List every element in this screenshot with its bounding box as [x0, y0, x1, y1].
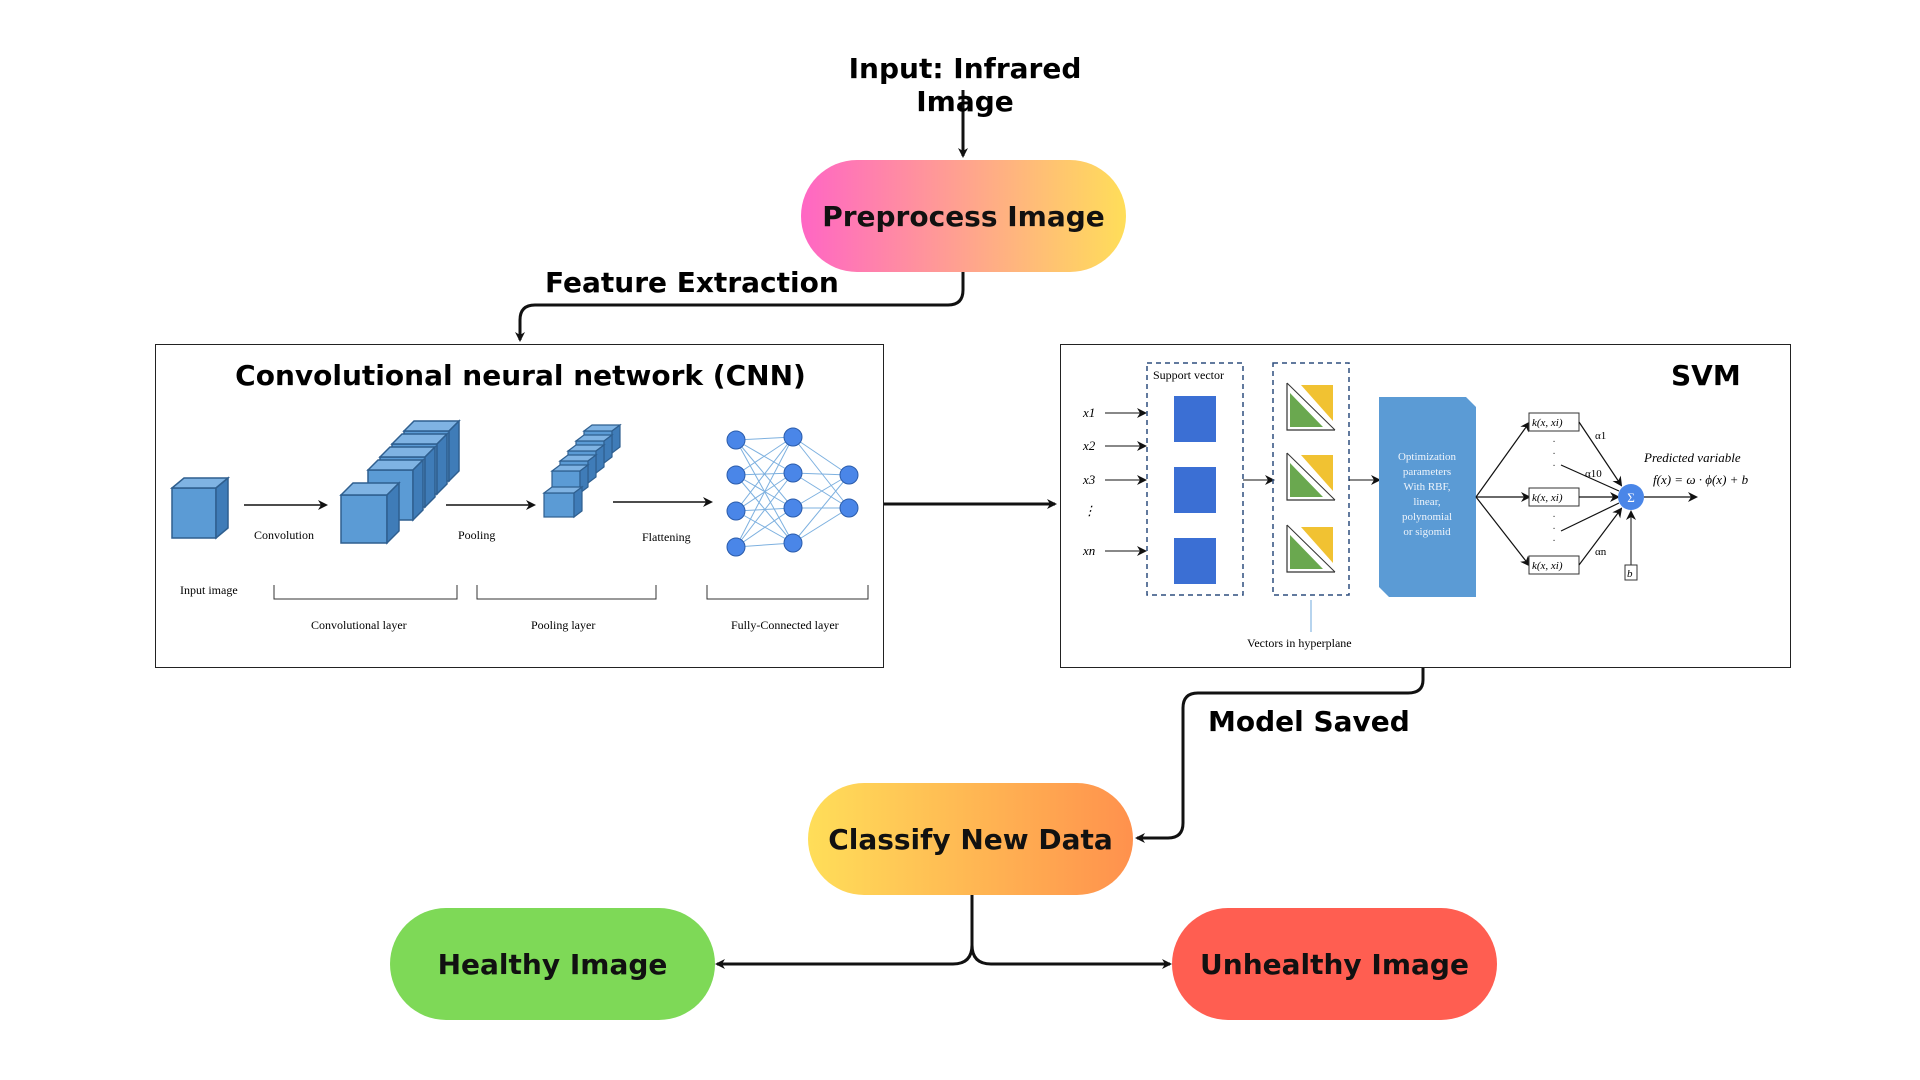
vectors-in-hyperplane-label: Vectors in hyperplane [1247, 636, 1352, 650]
opt-line-2: parameters [1403, 466, 1451, 478]
svg-text:·: · [1552, 437, 1555, 448]
kernel-label-1: k(x, xi) [1532, 417, 1563, 429]
unhealthy-node: Unhealthy Image [1172, 908, 1497, 1020]
label-pooling: Pooling [458, 528, 495, 542]
input-x2: x2 [1082, 438, 1096, 453]
opt-line-3: With RBF, [1404, 481, 1451, 493]
preprocess-node: Preprocess Image [801, 160, 1126, 272]
hyperplane-plot-1 [1286, 382, 1336, 431]
model-saved-label: Model Saved [1208, 705, 1410, 738]
sv-block-3 [1174, 538, 1216, 584]
layer-brackets [273, 585, 869, 600]
svg-text:·: · [1552, 524, 1555, 535]
opt-line-1: Optimization [1398, 451, 1457, 463]
input-x1: x1 [1082, 405, 1095, 420]
preprocess-label: Preprocess Image [822, 199, 1105, 233]
healthy-label: Healthy Image [437, 947, 668, 981]
input-label: Input: Infrared Image [848, 52, 1082, 118]
sum-node [1618, 484, 1644, 510]
label-pool-layer: Pooling layer [531, 618, 595, 632]
svm-illustration: x1 x2 x3 ⋮ xn Support vector [1082, 362, 1749, 650]
opt-line-5: polynomial [1402, 511, 1452, 523]
svg-text:·: · [1552, 461, 1555, 472]
svg-text:·: · [1552, 512, 1555, 523]
input-xn: xn [1082, 543, 1095, 558]
arrow-classify-to-healthy [715, 895, 974, 969]
unhealthy-label: Unhealthy Image [1200, 947, 1469, 981]
arrow-svm-to-classify [1135, 668, 1425, 843]
optimization-block [1379, 397, 1476, 597]
svm-title: SVM [1671, 359, 1741, 392]
classify-label: Classify New Data [828, 822, 1113, 856]
sv-block-2 [1174, 467, 1216, 513]
arrow-classify-to-unhealthy [970, 895, 1172, 969]
cnn-panel: Convolutional neural network (CNN) [155, 344, 884, 668]
input-dots: ⋮ [1083, 503, 1096, 518]
label-conv-layer: Convolutional layer [311, 618, 407, 632]
classify-node: Classify New Data [808, 783, 1133, 895]
cnn-illustration: Input image Convolution Pooling Flatteni… [169, 419, 869, 632]
bias-box [1624, 564, 1638, 581]
alpha-n: αn [1595, 546, 1607, 558]
fc-nodes [726, 427, 859, 557]
alpha-10: α10 [1585, 468, 1602, 480]
predicted-variable-label: Predicted variable [1643, 450, 1741, 465]
arrow-preprocess-to-cnn [515, 272, 965, 342]
input-cube [169, 476, 231, 540]
pool-stack [542, 423, 622, 519]
alpha-1: α1 [1595, 430, 1606, 442]
hyperplane-box [1272, 362, 1350, 596]
kernel-label-3: k(x, xi) [1532, 560, 1563, 572]
label-input-image: Input image [180, 583, 238, 597]
opt-line-4: linear, [1413, 496, 1441, 508]
label-flattening: Flattening [642, 530, 691, 544]
hyperplane-plot-2 [1286, 452, 1336, 501]
svm-formula: f(x) = ω · ϕ(x) + b [1653, 472, 1749, 487]
label-convolution: Convolution [254, 528, 314, 542]
fc-edges [735, 436, 850, 548]
feature-extraction-label: Feature Extraction [545, 266, 839, 299]
kernel-label-2: k(x, xi) [1532, 492, 1563, 504]
svm-panel: SVM x1 x2 x3 ⋮ xn Support vector [1060, 344, 1791, 668]
sum-symbol: Σ [1627, 490, 1635, 505]
bias-label: b [1627, 568, 1633, 580]
svg-text:·: · [1552, 536, 1555, 547]
support-vector-label: Support vector [1153, 368, 1224, 382]
input-x3: x3 [1082, 472, 1096, 487]
label-fc-layer: Fully-Connected layer [731, 618, 839, 632]
sv-block-1 [1174, 396, 1216, 442]
cnn-title: Convolutional neural network (CNN) [235, 359, 806, 392]
support-vector-box [1146, 362, 1244, 596]
svg-text:·: · [1552, 449, 1555, 460]
conv-stack [339, 419, 461, 545]
healthy-node: Healthy Image [390, 908, 715, 1020]
hyperplane-plot-3 [1286, 524, 1336, 573]
opt-line-6: or sigomid [1403, 526, 1451, 538]
